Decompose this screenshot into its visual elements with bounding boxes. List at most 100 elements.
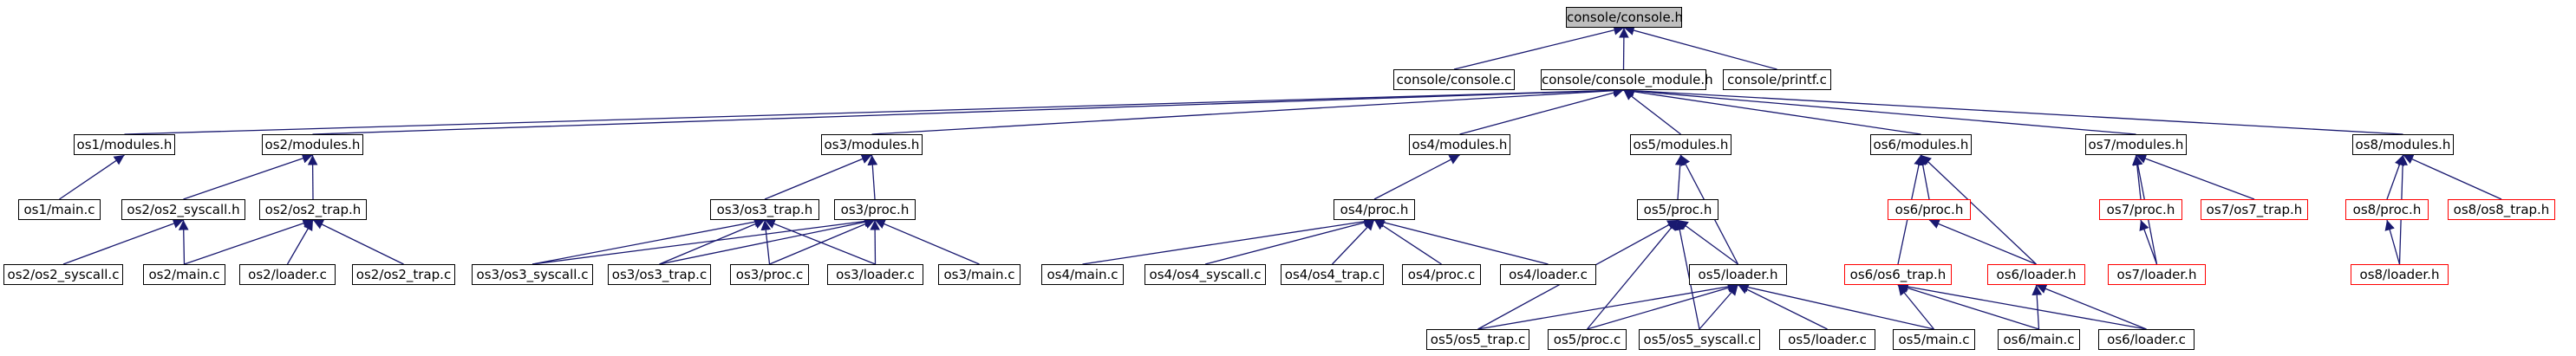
edge-os4-main-to-os4-proc-h bbox=[1082, 216, 1375, 265]
node-os8-trap-h[interactable]: os8/os8_trap.h bbox=[2448, 199, 2555, 220]
node-os1-modules-h[interactable]: os1/modules.h bbox=[74, 134, 175, 155]
node-os7-modules-h[interactable]: os7/modules.h bbox=[2085, 134, 2187, 155]
edge-os3-syscall-c-to-os3-trap-h bbox=[532, 217, 766, 265]
edge-os4-loader-to-os4-proc-h bbox=[1373, 217, 1549, 265]
edge-os6-loader-c-to-os6-loader-h bbox=[2036, 283, 2147, 330]
edge-os8-proc-h-to-os8-modules bbox=[2386, 154, 2405, 200]
node-os2-syscall-h[interactable]: os2/os2_syscall.h bbox=[121, 199, 245, 220]
edge-os3-loader-to-os3-proc-h bbox=[870, 219, 880, 265]
node-os4-trap-c[interactable]: os4/os4_trap.c bbox=[1281, 264, 1384, 285]
edge-os4-modules-to-console-module-h bbox=[1459, 87, 1624, 135]
node-os3-main-c[interactable]: os3/main.c bbox=[938, 264, 1021, 285]
edge-printf-c-to-console-h bbox=[1623, 25, 1777, 70]
node-os4-modules-h[interactable]: os4/modules.h bbox=[1409, 134, 1510, 155]
node-os3-syscall-c[interactable]: os3/os3_syscall.c bbox=[472, 264, 593, 285]
node-os3-proc-h[interactable]: os3/proc.h bbox=[834, 199, 916, 220]
edge-console-c-to-console-h bbox=[1453, 25, 1625, 70]
edge-os7-loader-h-to-os7-proc-h bbox=[2139, 219, 2158, 265]
edge-os5-modules-to-console-module-h bbox=[1623, 89, 1681, 135]
node-os2-loader-c[interactable]: os2/loader.c bbox=[239, 264, 336, 285]
node-os6-modules-h[interactable]: os6/modules.h bbox=[1870, 134, 1972, 155]
node-console-module-h[interactable]: console/console_module.h bbox=[1541, 69, 1713, 90]
node-os2-trap-c[interactable]: os2/os2_trap.c bbox=[352, 264, 455, 285]
node-os3-modules-h[interactable]: os3/modules.h bbox=[821, 134, 923, 155]
edge-os4-syscall-c-to-os4-proc-h bbox=[1204, 217, 1375, 265]
edge-os2-syscall-h-to-os2-modules bbox=[183, 153, 313, 200]
edge-os5-proc-c-to-os5-proc-h bbox=[1586, 219, 1679, 330]
node-os3-trap-h[interactable]: os3/os3_trap.h bbox=[710, 199, 819, 220]
node-os1-main-c[interactable]: os1/main.c bbox=[18, 199, 101, 220]
edge-os3-trap-h-to-os3-modules bbox=[764, 154, 872, 200]
edge-os3-trap-c-to-os3-trap-h bbox=[659, 219, 766, 265]
edge-os2-loader-to-os2-trap-h bbox=[286, 219, 314, 265]
edge-os5-loader-c-to-os5-loader-h bbox=[1738, 284, 1828, 330]
node-os4-main-c[interactable]: os4/main.c bbox=[1041, 264, 1124, 285]
edge-os1-main-to-os1-modules bbox=[59, 154, 125, 200]
node-os3-loader-c[interactable]: os3/loader.c bbox=[827, 264, 923, 285]
edge-os3-syscall-c-to-os3-proc-h bbox=[532, 216, 876, 265]
edge-os3-proc-c-to-os3-proc-h bbox=[769, 219, 876, 265]
node-os4-loader-c[interactable]: os4/loader.c bbox=[1500, 264, 1596, 285]
node-os5-trap-c[interactable]: os5/os5_trap.c bbox=[1426, 329, 1529, 350]
node-os8-proc-h[interactable]: os8/proc.h bbox=[2345, 199, 2429, 220]
node-os7-loader-h[interactable]: os7/loader.h bbox=[2108, 264, 2206, 285]
edge-os2-modules-to-console-module-h bbox=[312, 85, 1624, 135]
node-os6-trap-h[interactable]: os6/os6_trap.h bbox=[1844, 264, 1952, 285]
node-os6-main-c[interactable]: os6/main.c bbox=[1998, 329, 2080, 350]
edge-os1-modules-to-console-module-h bbox=[124, 85, 1624, 135]
node-os6-loader-h[interactable]: os6/loader.h bbox=[1987, 264, 2085, 285]
edge-os3-modules-to-console-module-h bbox=[871, 85, 1624, 135]
node-os2-modules-h[interactable]: os2/modules.h bbox=[262, 134, 363, 155]
edge-os5-main-to-os5-loader-h bbox=[1738, 282, 1934, 330]
node-os4-proc-h[interactable]: os4/proc.h bbox=[1334, 199, 1415, 220]
edge-os6-loader-h-to-os6-modules bbox=[1921, 154, 2037, 265]
edge-os2-trap-c-to-os2-trap-h bbox=[312, 219, 404, 265]
edge-os6-main-to-os6-loader-h bbox=[2031, 284, 2043, 330]
node-os5-syscall-c[interactable]: os5/os5_syscall.c bbox=[1639, 329, 1760, 350]
edge-os3-proc-h-to-os3-modules bbox=[867, 154, 878, 200]
node-os2-main-c[interactable]: os2/main.c bbox=[143, 264, 225, 285]
node-console-h[interactable]: console/console.h bbox=[1566, 7, 1683, 28]
node-os5-modules-h[interactable]: os5/modules.h bbox=[1630, 134, 1731, 155]
edge-os6-modules-to-console-module-h bbox=[1623, 86, 1921, 135]
edge-os3-loader-to-os3-trap-h bbox=[764, 218, 876, 265]
edge-os8-modules-to-console-module-h bbox=[1623, 85, 2403, 135]
edge-os6-loader-h-to-os6-proc-h bbox=[1928, 219, 2037, 265]
node-os6-proc-h[interactable]: os6/proc.h bbox=[1888, 199, 1971, 220]
node-console-c[interactable]: console/console.c bbox=[1393, 69, 1515, 90]
node-os4-proc-c[interactable]: os4/proc.c bbox=[1402, 264, 1481, 285]
edge-os2-main-to-os2-trap-h bbox=[184, 218, 314, 265]
node-os5-proc-h[interactable]: os5/proc.h bbox=[1637, 199, 1718, 220]
edge-os5-syscall-c-to-os5-loader-h bbox=[1699, 284, 1738, 330]
edge-os6-main-to-os6-trap-h bbox=[1897, 282, 2039, 330]
node-os5-main-c[interactable]: os5/main.c bbox=[1893, 329, 1975, 350]
node-os8-modules-h[interactable]: os8/modules.h bbox=[2352, 134, 2454, 155]
node-os5-loader-h[interactable]: os5/loader.h bbox=[1689, 264, 1787, 285]
node-os4-syscall-c[interactable]: os4/os4_syscall.c bbox=[1145, 264, 1266, 285]
edge-os5-trap-c-to-os5-loader-h bbox=[1477, 282, 1738, 330]
node-os2-trap-h[interactable]: os2/os2_trap.h bbox=[259, 199, 367, 220]
edge-os7-trap-h-to-os7-modules bbox=[2136, 153, 2255, 200]
edge-os4-proc-c-to-os4-proc-h bbox=[1373, 219, 1442, 265]
node-os5-loader-c[interactable]: os5/loader.c bbox=[1779, 329, 1875, 350]
node-os2-syscall-c[interactable]: os2/os2_syscall.c bbox=[3, 264, 123, 285]
edge-os7-modules-to-console-module-h bbox=[1623, 86, 2136, 135]
edge-os2-trap-h-to-os2-modules bbox=[307, 154, 318, 200]
node-os5-proc-c[interactable]: os5/proc.c bbox=[1548, 329, 1627, 350]
edge-os5-syscall-c-to-os5-proc-h bbox=[1674, 219, 1700, 330]
edge-os8-loader-h-to-os8-proc-h bbox=[2384, 219, 2401, 265]
edge-os5-loader-h-to-os5-proc-h bbox=[1677, 219, 1738, 265]
edge-os2-syscall-c-to-os2-syscall-h bbox=[62, 218, 184, 265]
node-os3-trap-c[interactable]: os3/os3_trap.c bbox=[608, 264, 711, 285]
edge-os3-trap-c-to-os3-proc-h bbox=[659, 217, 876, 265]
node-os8-loader-h[interactable]: os8/loader.h bbox=[2351, 264, 2449, 285]
node-os6-loader-c[interactable]: os6/loader.c bbox=[2098, 329, 2194, 350]
node-printf-c[interactable]: console/printf.c bbox=[1723, 69, 1831, 90]
node-os7-proc-h[interactable]: os7/proc.h bbox=[2099, 199, 2182, 220]
edge-os8-trap-h-to-os8-modules bbox=[2403, 154, 2502, 200]
edge-os4-proc-h-to-os4-modules bbox=[1373, 154, 1460, 200]
node-os3-proc-c[interactable]: os3/proc.c bbox=[730, 264, 809, 285]
node-os7-trap-h[interactable]: os7/os7_trap.h bbox=[2201, 199, 2308, 220]
edge-os3-main-to-os3-proc-h bbox=[874, 219, 980, 265]
